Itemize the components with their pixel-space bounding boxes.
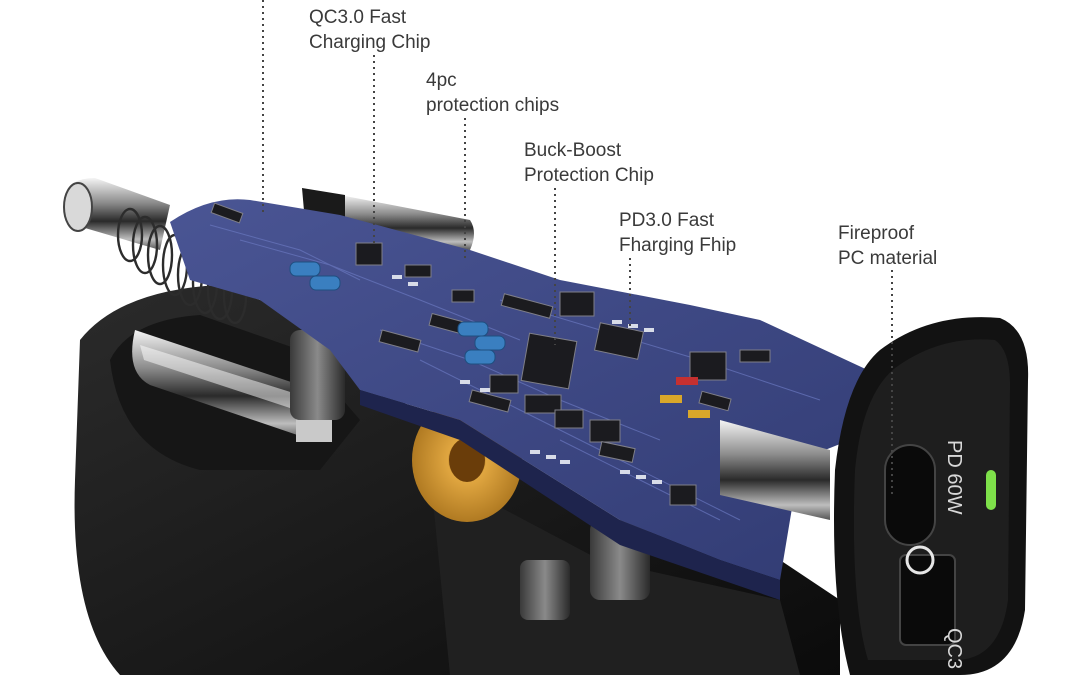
- status-led: [986, 470, 996, 510]
- front-face: PD 60W QC3: [834, 317, 1029, 675]
- callout-pd-charging-chip: PD3.0 Fast Fharging Fhip: [619, 208, 736, 258]
- pd-port-label: PD 60W: [943, 440, 965, 515]
- callout-line: 4pc: [426, 70, 457, 91]
- callout-qc-charging-chip: QC3.0 Fast Charging Chip: [309, 5, 430, 55]
- callout-line: Buck-Boost: [524, 140, 622, 161]
- callout-fireproof-material: Fireproof PC material: [838, 221, 937, 271]
- callout-line: PD3.0 Fast: [619, 210, 715, 231]
- buck-boost-chip: [520, 332, 578, 390]
- qc-port-label: QC3: [943, 628, 965, 669]
- callout-line: Fireproof: [838, 223, 915, 244]
- callout-line: Protection Chip: [524, 165, 654, 186]
- callout-line: Charging Chip: [309, 32, 431, 53]
- callout-line: protection chips: [426, 95, 560, 116]
- color-resistors: [660, 377, 710, 418]
- usb-a-port: [899, 554, 956, 646]
- pcb-chips: [210, 202, 771, 506]
- tip-pin: [63, 178, 170, 250]
- callout-line: Fharging Fhip: [619, 235, 737, 256]
- callout-line: PC material: [838, 248, 938, 269]
- callout-line: QC3.0 Fast: [309, 7, 407, 28]
- qc-chip: [355, 242, 383, 266]
- pcb-board: [170, 199, 900, 600]
- blue-coils: [289, 261, 506, 365]
- chip-a: [559, 291, 595, 317]
- callout-protection-chips: 4pc protection chips: [426, 68, 559, 118]
- usb-c-port: [884, 444, 936, 546]
- usb-c-shell: [720, 420, 830, 520]
- qc-logo: [905, 545, 935, 575]
- leader-lines: [262, 0, 893, 495]
- smd-pads: [392, 275, 662, 484]
- pd-chip: [593, 322, 645, 360]
- callout-buck-boost-chip: Buck-Boost Protection Chip: [524, 138, 654, 188]
